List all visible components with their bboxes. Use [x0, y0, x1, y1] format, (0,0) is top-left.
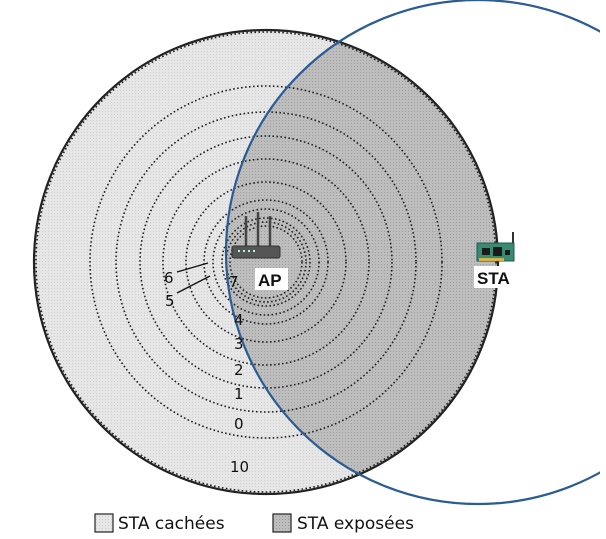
legend: STA cachées STA exposées [94, 513, 414, 534]
ring-label-10: 10 [230, 458, 249, 476]
ring-label-6: 6 [164, 269, 174, 287]
ring-7 [221, 217, 311, 307]
ring-4 [185, 181, 347, 343]
ring-label-1: 1 [234, 385, 244, 403]
mcs-rings [35, 31, 497, 493]
legend-label-hidden: STA cachées [118, 514, 225, 534]
sta-label: STA [477, 269, 510, 288]
ap-label: AP [258, 271, 282, 290]
sta-label-bg [474, 266, 518, 288]
leader-line-5 [176, 275, 211, 294]
ring-0 [89, 85, 443, 439]
leader-line-6 [176, 262, 209, 273]
router-icon [231, 212, 281, 259]
network-card-icon [476, 232, 515, 262]
ap-label-bg [255, 268, 288, 290]
legend-label-exposed: STA exposées [297, 514, 414, 534]
ring-7c [229, 225, 303, 299]
ring-1 [115, 111, 417, 413]
legend-swatch-hidden [94, 513, 114, 533]
ring-5 [203, 199, 329, 325]
ring-label-4: 4 [234, 311, 244, 329]
ring-3 [162, 158, 370, 366]
ring-label-5: 5 [165, 292, 175, 310]
ring-label-0: 0 [234, 415, 244, 433]
ring-label-2: 2 [234, 361, 244, 379]
legend-swatch-exposed [272, 513, 292, 533]
ring-6 [212, 208, 320, 316]
sta-coverage-border [224, 0, 606, 506]
ring-label-7: 7 [229, 273, 239, 291]
ap-coverage-border [32, 28, 500, 496]
ring-2 [139, 135, 393, 389]
ring-10 [35, 31, 497, 493]
ring-label-3: 3 [234, 335, 244, 353]
